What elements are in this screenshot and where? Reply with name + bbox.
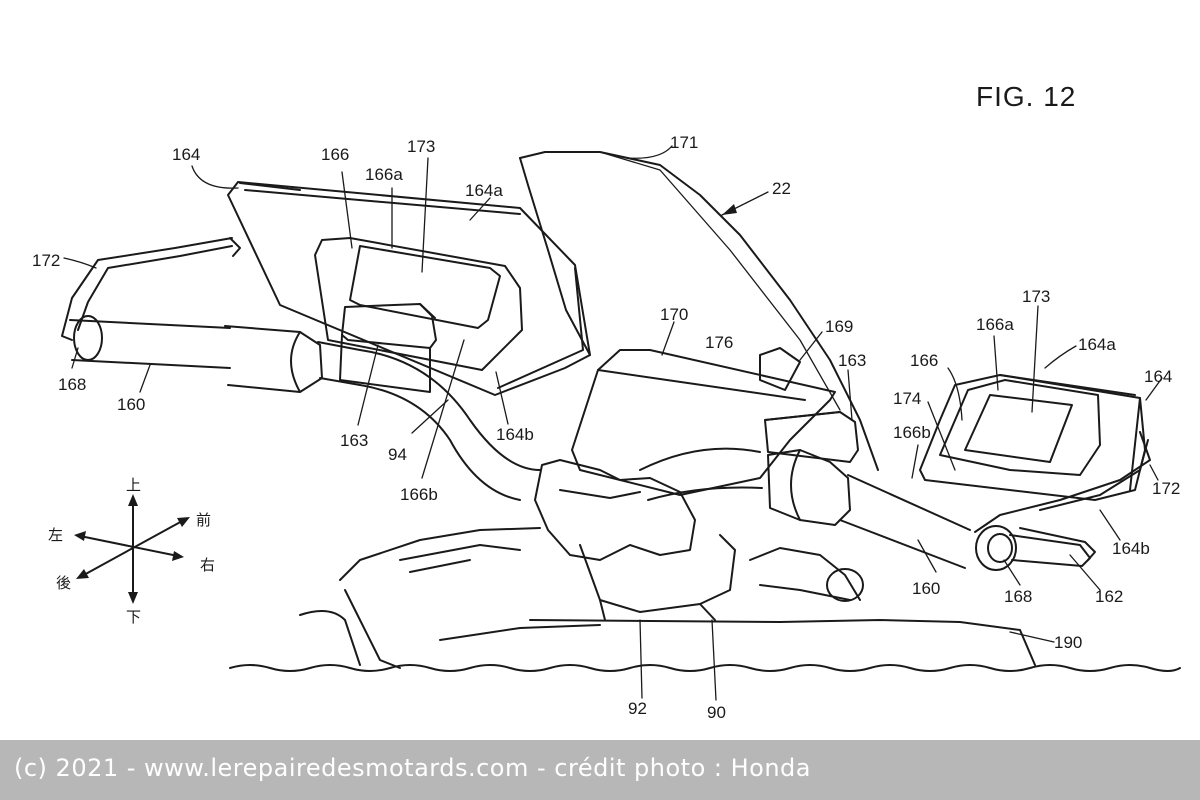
center-display (571, 349, 836, 496)
label-160: 160 (117, 395, 145, 414)
label-164b: 164b (496, 425, 534, 444)
label-160: 160 (912, 579, 940, 598)
right-switch-box (764, 411, 859, 463)
direction-down-label: 下 (126, 608, 141, 626)
label-168: 168 (1004, 587, 1032, 606)
label-166a: 166a (976, 315, 1014, 334)
label-190: 190 (1054, 633, 1082, 652)
direction-rear-label: 後 (56, 574, 71, 592)
credit-banner: (c) 2021 - www.lerepairedesmotards.com -… (0, 740, 1200, 800)
label-94: 94 (388, 445, 407, 464)
label-166: 166 (910, 351, 938, 370)
fuel-tank (299, 527, 1036, 669)
left-switch-box (339, 303, 437, 393)
display-mount (759, 347, 801, 391)
label-162: 162 (1095, 587, 1123, 606)
label-166: 166 (321, 145, 349, 164)
handlebar-clamp (534, 459, 736, 621)
break-line (229, 664, 1181, 672)
leader-lines (63, 145, 1163, 701)
direction-left-label: 左 (48, 526, 63, 544)
label-176: 176 (705, 333, 733, 352)
figure-title: FIG. 12 (976, 81, 1076, 112)
label-164: 164 (1144, 367, 1172, 386)
label-166a: 166a (365, 165, 403, 184)
label-169: 169 (825, 317, 853, 336)
label-174: 174 (893, 389, 921, 408)
direction-front-label: 前 (196, 511, 211, 529)
left-display-unit (314, 237, 523, 371)
label-163: 163 (340, 431, 368, 450)
label-168: 168 (58, 375, 86, 394)
direction-right-label: 右 (200, 556, 215, 574)
label-172: 172 (1152, 479, 1180, 498)
left-display-housing (227, 181, 591, 396)
label-163: 163 (838, 351, 866, 370)
reference-arrowhead-22 (722, 204, 737, 215)
right-handlebar-grip (767, 449, 1091, 571)
label-164a: 164a (1078, 335, 1116, 354)
right-display-unit (939, 379, 1101, 476)
label-164b: 164b (1112, 539, 1150, 558)
label-166b: 166b (400, 485, 438, 504)
label-90: 90 (707, 703, 726, 722)
left-handlebar-grip (69, 315, 361, 393)
handlebar-bar (359, 349, 763, 501)
direction-up-label: 上 (126, 476, 141, 494)
right-hand-guard (974, 431, 1151, 533)
label-164: 164 (172, 145, 200, 164)
reference-numerals: 164 166 173 166a 164a 171 22 172 168 160… (32, 133, 1180, 722)
label-173: 173 (1022, 287, 1050, 306)
label-22: 22 (772, 179, 791, 198)
label-172: 172 (32, 251, 60, 270)
label-164a: 164a (465, 181, 503, 200)
label-170: 170 (660, 305, 688, 324)
credit-text: (c) 2021 - www.lerepairedesmotards.com -… (14, 754, 811, 782)
label-171: 171 (670, 133, 698, 152)
orientation-indicator: 上 下 前 後 左 右 (48, 476, 215, 626)
left-hand-guard (61, 237, 241, 341)
label-92: 92 (628, 699, 647, 718)
label-173: 173 (407, 137, 435, 156)
label-166b: 166b (893, 423, 931, 442)
patent-drawing: FIG. 12 (32, 81, 1181, 722)
brake-lever (1019, 527, 1096, 561)
windscreen (519, 151, 879, 471)
